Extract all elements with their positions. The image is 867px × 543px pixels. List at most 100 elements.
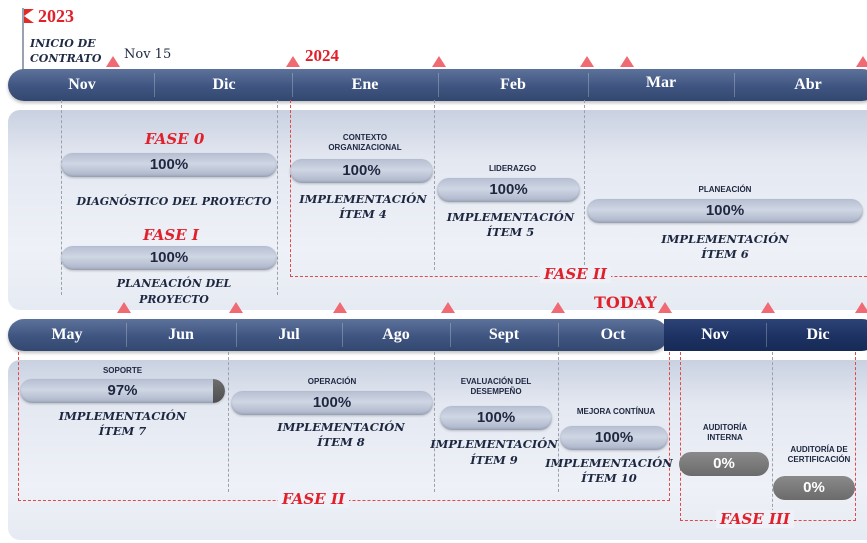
task-title-internal-audit-line2: INTERNA: [707, 433, 743, 442]
milestone-marker: [333, 302, 347, 313]
task-title-internal-audit: AUDITORÍA INTERNA: [680, 423, 770, 443]
month-label: Dic: [806, 326, 830, 343]
month-divider: [236, 323, 237, 347]
month-label: Dic: [212, 76, 236, 93]
month-label: May: [51, 326, 83, 343]
task-caption-operation-line2: ÍTEM 8: [317, 435, 365, 449]
task-caption-improvement-line1: IMPLEMENTACIÓN: [545, 456, 673, 470]
task-progress-internal-audit: 0%: [679, 452, 769, 476]
month-divider: [588, 73, 589, 97]
task-progress-improvement: 100%: [560, 426, 668, 450]
task-title-context: CONTEXTO ORGANIZACIONAL: [295, 133, 435, 153]
phase-3-label: FASE III: [716, 510, 794, 528]
task-caption-improvement-line2: ÍTEM 10: [581, 471, 637, 485]
task-caption-leadership-line1: IMPLEMENTACIÓN: [446, 210, 575, 224]
task-progress-certification-audit: 0%: [773, 476, 855, 500]
task-caption-planning-line2: PROYECTO: [139, 293, 209, 306]
milestone-marker: [229, 302, 243, 313]
task-progress-context: 100%: [290, 159, 433, 183]
task-caption-context-line2: ÍTEM 4: [339, 207, 387, 221]
task-caption-planning-line1: PLANEACIÓN DEL: [116, 277, 232, 290]
month-divider: [450, 323, 451, 347]
task-progress-planning: 100%: [61, 246, 277, 270]
task-title-context-line2: ORGANIZACIONAL: [328, 143, 402, 152]
year-2024: 2024: [305, 46, 339, 65]
year-2023: 2023: [38, 6, 74, 26]
month-divider: [126, 323, 127, 347]
task-caption-support-line2: ÍTEM 7: [98, 424, 147, 438]
task-caption-leadership-line2: ÍTEM 5: [486, 225, 535, 239]
month-divider: [438, 73, 439, 97]
month-divider: [154, 73, 155, 97]
milestone-marker: [551, 302, 565, 313]
month-label: Nov: [68, 76, 96, 93]
flag-icon: [24, 9, 34, 23]
contract-start-label-line2: CONTRATO: [30, 52, 102, 65]
task-caption-planning6-line2: ÍTEM 6: [701, 247, 749, 261]
month-divider: [558, 323, 559, 347]
milestone-marker: [106, 56, 120, 67]
guide-line: [584, 100, 585, 270]
task-caption-planning6-line1: IMPLEMENTACIÓN: [661, 232, 789, 246]
guide-line: [434, 100, 435, 270]
month-label: Oct: [600, 326, 626, 343]
phase-2-label-bottom: FASE II: [278, 490, 349, 508]
guide-line: [772, 352, 773, 522]
phase-0-label: FASE 0: [145, 130, 205, 148]
task-title-certification-audit: AUDITORÍA DE CERTIFICACIÓN: [774, 445, 864, 465]
task-title-leadership: LIDERAZGO: [488, 164, 537, 173]
month-label: Abr: [794, 76, 822, 93]
guide-line: [277, 100, 278, 295]
progress-remaining: [213, 379, 225, 403]
task-caption-context-line1: IMPLEMENTACIÓN: [299, 192, 427, 206]
milestone-marker: [856, 56, 867, 67]
milestone-marker: [441, 302, 455, 313]
month-label: Mar: [645, 74, 677, 91]
guide-line: [434, 352, 435, 492]
month-label: Jun: [168, 326, 194, 343]
guide-line: [228, 352, 229, 492]
task-title-evaluation: EVALUACIÓN DEL DESEMPEÑO: [440, 377, 552, 397]
date-marker-label: Nov 15: [124, 47, 172, 62]
contract-start-label-line1: INICIO DE: [30, 37, 96, 50]
milestone-marker: [855, 302, 867, 313]
task-title-operation: OPERACIÓN: [307, 377, 357, 386]
task-title-evaluation-line1: EVALUACIÓN DEL: [460, 377, 532, 386]
month-divider: [292, 73, 293, 97]
task-title-certification-audit-line2: CERTIFICACIÓN: [787, 455, 851, 464]
guide-line: [558, 352, 559, 492]
guide-line: [61, 100, 62, 295]
task-progress-evaluation: 100%: [440, 406, 552, 430]
task-progress-support-value: 97%: [107, 382, 138, 399]
task-title-improvement: MEJORA CONTÍNUA: [576, 407, 656, 416]
timeline-bar-bottom-future: Nov Dic: [664, 319, 867, 351]
task-title-evaluation-line2: DESEMPEÑO: [470, 387, 522, 396]
milestone-marker: [580, 56, 594, 67]
month-divider: [342, 323, 343, 347]
task-caption-support-line1: IMPLEMENTACIÓN: [58, 409, 187, 423]
task-progress-diagnostic: 100%: [61, 153, 277, 177]
month-label: Jul: [278, 326, 300, 343]
milestone-marker: [117, 302, 131, 313]
timeline-bar-top: Nov Dic Ene Feb Mar Abr: [8, 69, 867, 101]
task-caption-evaluation-line2: ÍTEM 9: [470, 453, 518, 467]
task-progress-support: 97%: [20, 379, 225, 403]
timeline-bar-bottom: May Jun Jul Ago Sept Oct: [8, 319, 668, 351]
milestone-marker: [761, 302, 775, 313]
today-marker: [658, 302, 672, 313]
milestone-marker: [620, 56, 634, 67]
milestone-marker: [286, 56, 300, 67]
month-divider: [766, 323, 767, 347]
task-title-support: SOPORTE: [102, 366, 143, 375]
task-title-internal-audit-line1: AUDITORÍA: [702, 423, 748, 432]
task-progress-leadership: 100%: [437, 178, 580, 202]
month-label: Ago: [382, 326, 410, 343]
flag-pole: [22, 8, 24, 70]
phase-1-label: FASE I: [143, 226, 199, 244]
task-caption-operation-line1: IMPLEMENTACIÓN: [277, 420, 405, 434]
task-progress-operation: 100%: [231, 391, 433, 415]
month-label: Nov: [701, 326, 729, 343]
month-label: Feb: [500, 76, 526, 93]
milestone-marker: [432, 56, 446, 67]
task-progress-planning-item6: 100%: [587, 199, 863, 223]
